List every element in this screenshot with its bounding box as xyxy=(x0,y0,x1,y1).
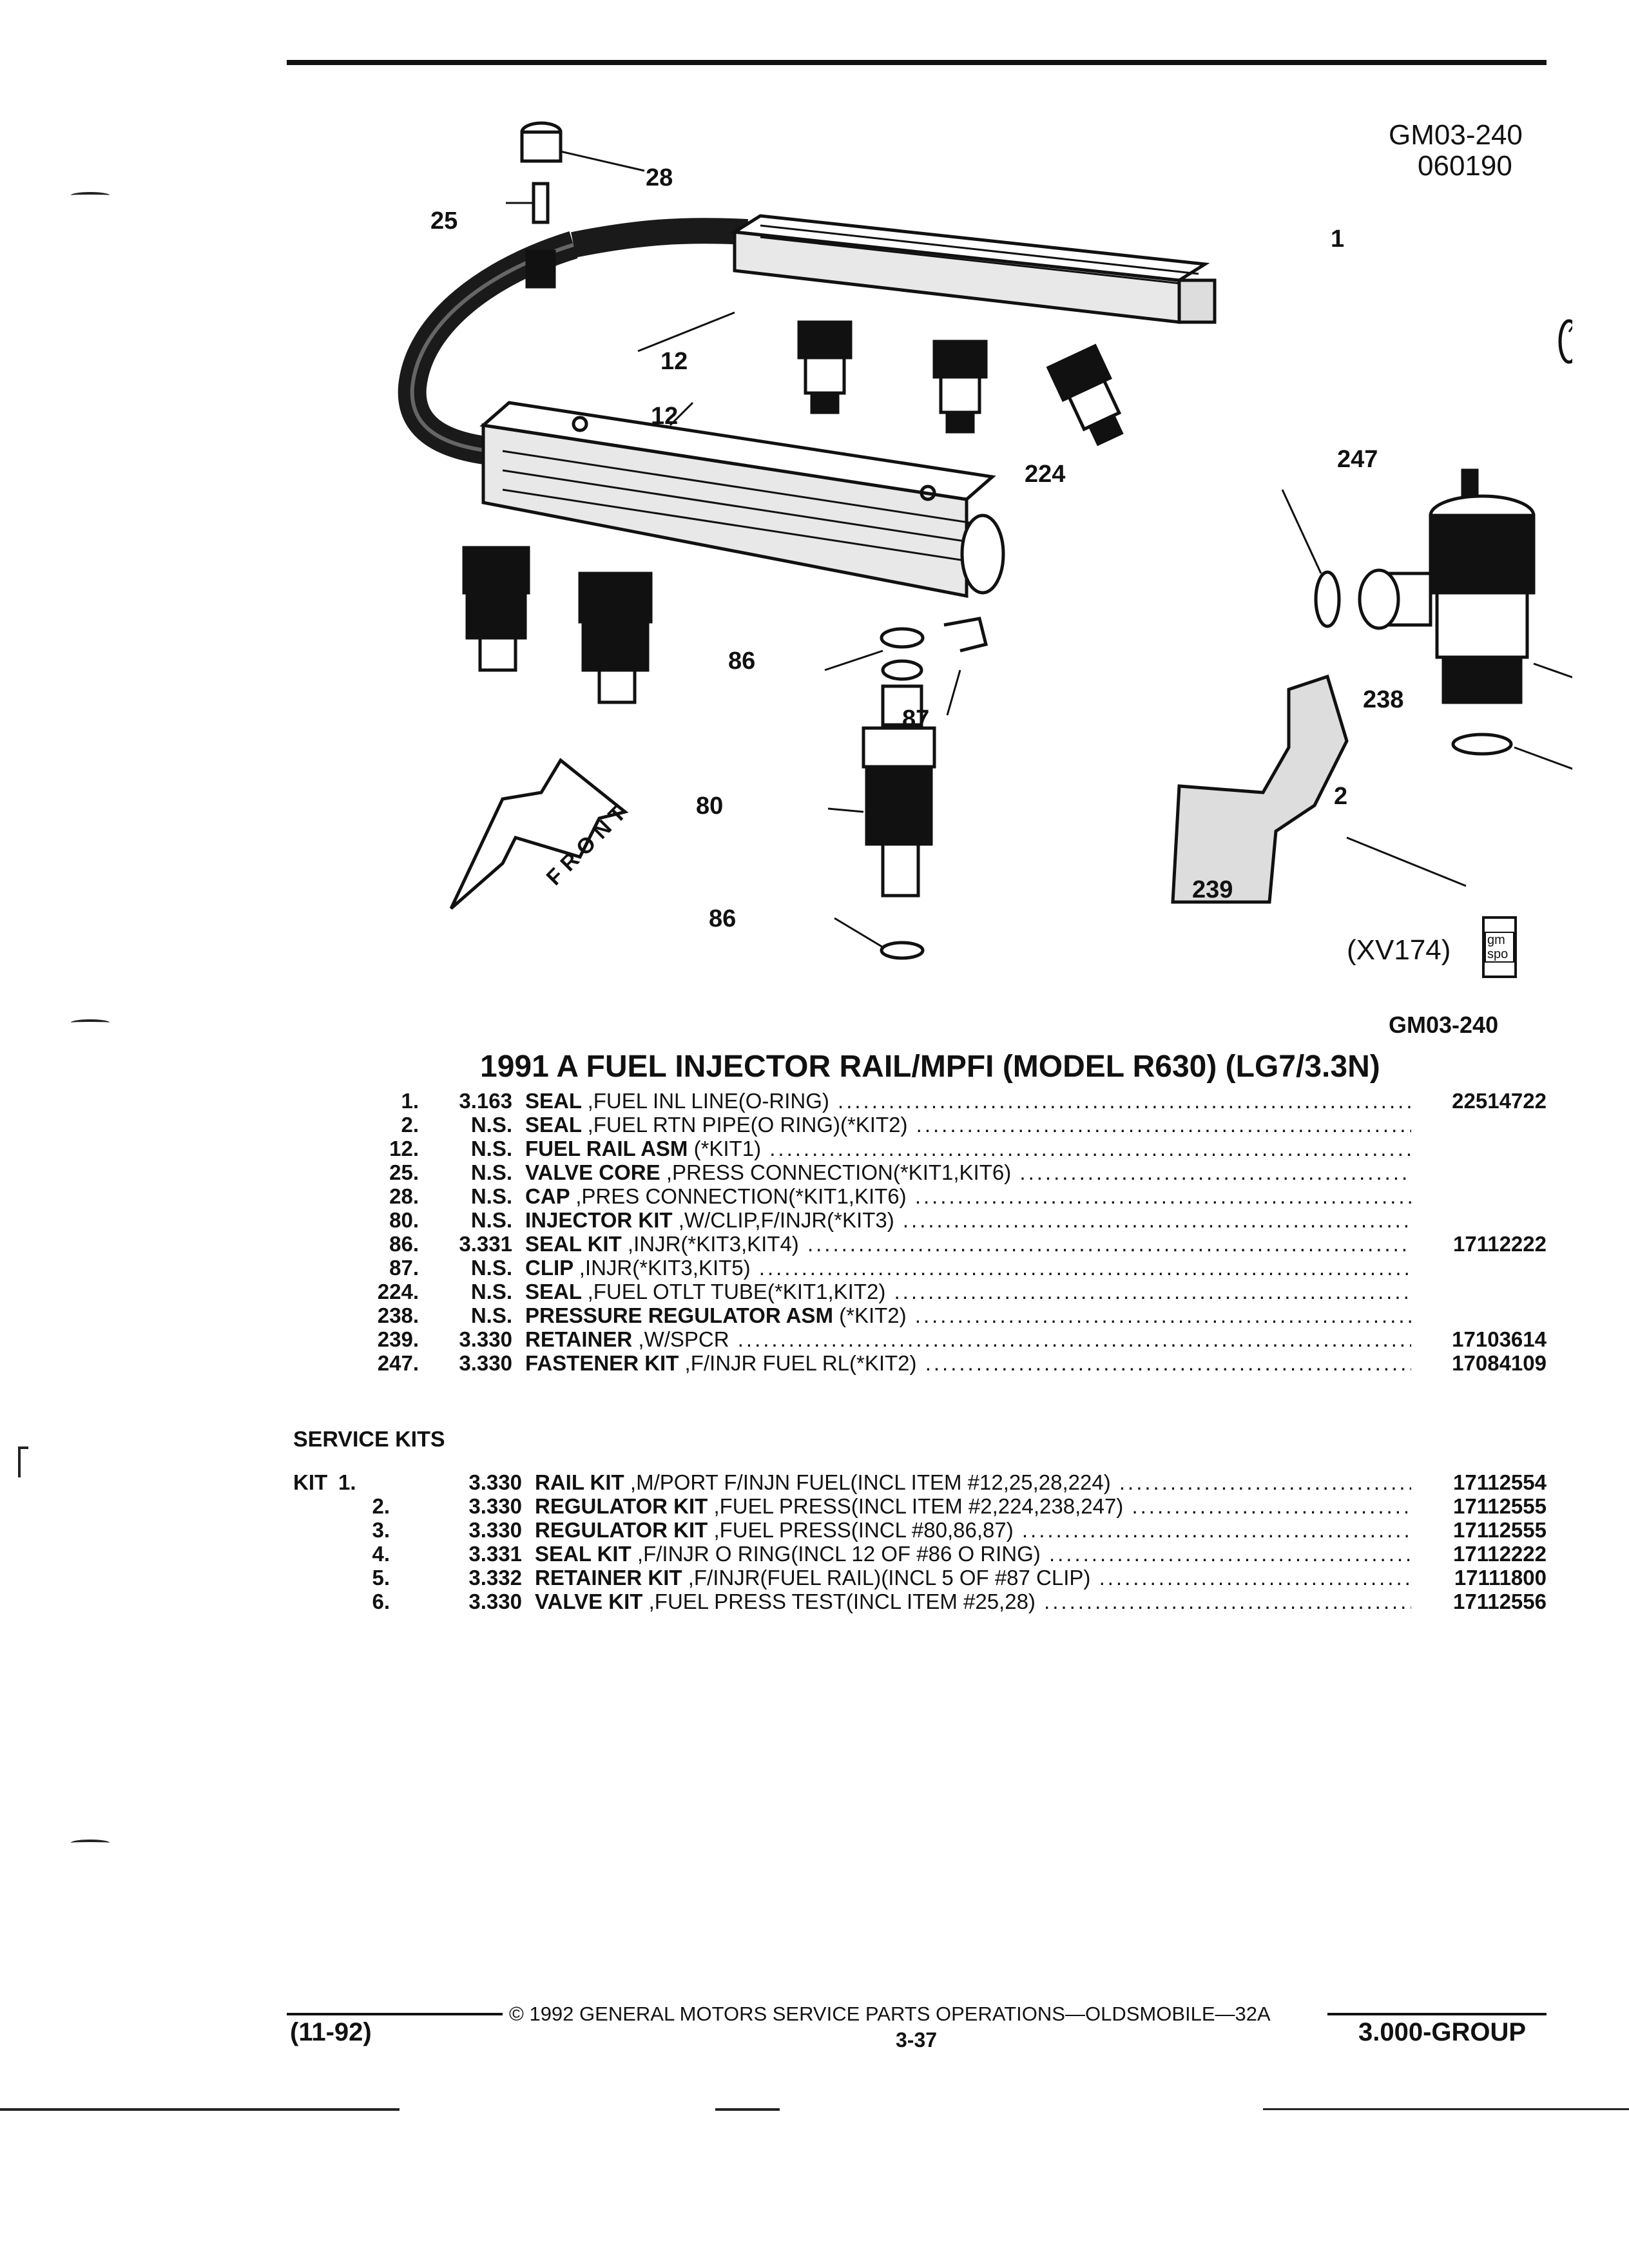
figure-code: GM03-240 xyxy=(1389,119,1523,151)
callout-12-upper: 12 xyxy=(660,348,688,375)
callout-238: 238 xyxy=(1363,686,1404,713)
callout-86-lower: 86 xyxy=(709,905,737,932)
footer-date: (11-92) xyxy=(290,2018,372,2046)
callout-25: 25 xyxy=(430,207,458,235)
callout-28: 28 xyxy=(646,164,673,191)
callout-87: 87 xyxy=(902,706,930,733)
crossover-tube-top xyxy=(571,218,748,258)
gm-spo-logo: gm spo xyxy=(1482,916,1517,978)
scan-mark-bottom-left xyxy=(0,2108,400,2111)
rear-injector-1 xyxy=(797,320,853,414)
cap-28 xyxy=(520,121,563,163)
footer-rule-left xyxy=(287,2013,503,2015)
scan-mark-left-bracket xyxy=(18,1446,28,1477)
table-row: 224.N.S.SEAL ,FUEL OTLT TUBE(*KIT1,KIT2) xyxy=(284,1280,1547,1303)
page-title: 1991 A FUEL INJECTOR RAIL/MPFI (MODEL R6… xyxy=(480,1050,1380,1084)
scan-mark-bottom-center xyxy=(715,2108,780,2111)
figure-code-caption: GM03-240 xyxy=(1389,1012,1499,1038)
callout-80: 80 xyxy=(696,793,724,820)
callout-239: 239 xyxy=(1192,876,1233,903)
table-row: 2.N.S.SEAL ,FUEL RTN PIPE(O RING)(*KIT2) xyxy=(284,1113,1547,1137)
injector-clip xyxy=(943,617,988,653)
pressure-connection xyxy=(525,249,556,289)
top-rule xyxy=(287,60,1547,65)
seal-1 xyxy=(1558,319,1572,364)
exploded-injector xyxy=(862,627,936,960)
callout-224: 224 xyxy=(1025,461,1066,488)
figure-date: 060190 xyxy=(1418,150,1512,182)
callout-247: 247 xyxy=(1337,446,1378,473)
scan-mark-left-3 xyxy=(71,1840,110,1846)
rear-injector-3 xyxy=(1046,343,1124,447)
table-row: 238.N.S.PRESSURE REGULATOR ASM (*KIT2) xyxy=(284,1303,1547,1327)
scan-mark-left-2 xyxy=(71,1019,110,1026)
diagram-code: (XV174) xyxy=(1347,934,1451,966)
front-injector-1 xyxy=(462,546,530,672)
callout-1: 1 xyxy=(1331,226,1345,253)
table-row: 25.N.S.VALVE CORE ,PRESS CONNECTION(*KIT… xyxy=(284,1160,1547,1184)
scan-mark-left-1 xyxy=(71,192,110,198)
footer-copyright: © 1992 GENERAL MOTORS SERVICE PARTS OPER… xyxy=(509,2003,1271,2025)
table-row: 80.N.S.INJECTOR KIT ,W/CLIP,F/INJR(*KIT3… xyxy=(284,1208,1547,1232)
front-arrow xyxy=(449,758,629,910)
pressure-regulator xyxy=(1358,468,1536,704)
service-kits-heading: SERVICE KITS xyxy=(293,1427,445,1452)
callout-12-lower: 12 xyxy=(651,403,679,430)
callout-86-upper: 86 xyxy=(728,648,756,675)
rear-injector-2 xyxy=(932,340,988,434)
seal-2 xyxy=(1451,733,1513,756)
footer-rule-right xyxy=(1327,2013,1547,2015)
footer-group: 3.000-GROUP xyxy=(1358,2018,1527,2046)
rear-rail-end xyxy=(1177,278,1217,324)
fuel-injector-rail-diagram xyxy=(398,121,1572,960)
front-fuel-rail-top xyxy=(479,401,996,501)
callout-2: 2 xyxy=(1334,783,1348,810)
scan-mark-bottom-right xyxy=(1263,2108,1629,2110)
retainer-239 xyxy=(1171,674,1349,904)
front-injector-2 xyxy=(578,572,653,704)
table-row: 87.N.S.CLIP ,INJR(*KIT3,KIT5) xyxy=(284,1256,1547,1280)
valve-core-25 xyxy=(532,182,550,224)
crossover-tube-highlight xyxy=(410,243,574,453)
footer-page-number: 3-37 xyxy=(896,2028,938,2052)
table-row: 28.N.S.CAP ,PRES CONNECTION(*KIT1,KIT6) xyxy=(284,1184,1547,1208)
front-rail-outlet xyxy=(960,514,1005,595)
table-row: 12.N.S.FUEL RAIL ASM (*KIT1) xyxy=(284,1137,1547,1160)
seal-224 xyxy=(1314,570,1341,628)
